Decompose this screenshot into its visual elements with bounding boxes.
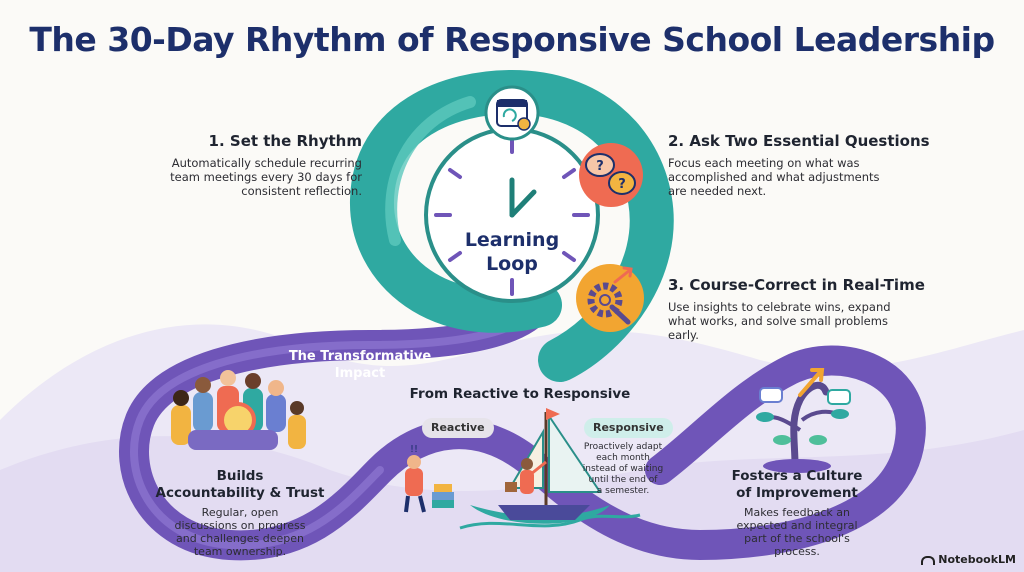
notebooklm-logo-icon bbox=[921, 555, 936, 565]
step-ask-questions-line: accomplished and what adjustments bbox=[668, 170, 880, 184]
infinity-ribbon-shine bbox=[130, 301, 544, 550]
accountability-line: Regular, open bbox=[201, 506, 279, 519]
step-course-correct-line: early. bbox=[668, 328, 699, 342]
step-ask-questions-line: Focus each meeting on what was bbox=[668, 156, 860, 170]
responsive-line: Proactively adapt bbox=[583, 442, 663, 452]
learning-loop-label: Learning Loop bbox=[452, 228, 572, 276]
step-course-correct-line: Use insights to celebrate wins, expand bbox=[668, 300, 891, 314]
gear-wrench-icon bbox=[576, 264, 644, 332]
transformative-impact-label: The Transformative Impact bbox=[262, 348, 458, 382]
notebooklm-brand-text: NotebookLM bbox=[938, 553, 1016, 566]
reactive-badge: Reactive bbox=[422, 418, 494, 438]
step-set-rhythm-heading: 1. Set the Rhythm bbox=[208, 132, 362, 150]
sailboat-illustration bbox=[459, 408, 641, 530]
question-bubbles-icon: ? ? bbox=[579, 143, 643, 207]
team-huddle-illustration bbox=[171, 370, 306, 450]
accountability-line: team ownership. bbox=[193, 545, 287, 558]
culture-line: expected and integral bbox=[736, 519, 858, 532]
step-ask-questions-line: are needed next. bbox=[668, 184, 767, 198]
svg-text:?: ? bbox=[596, 159, 604, 174]
svg-text:?: ? bbox=[618, 177, 626, 192]
responsive-line: a semester. bbox=[596, 486, 650, 496]
accountability-heading-line1: Builds bbox=[216, 468, 264, 484]
notebooklm-brand: NotebookLM bbox=[921, 553, 1016, 566]
culture-line: process. bbox=[774, 545, 820, 558]
responsive-description: Proactively adapt each month instead of … bbox=[580, 442, 666, 497]
responsive-line: instead of waiting bbox=[582, 464, 664, 474]
learning-loop-shade bbox=[385, 96, 476, 246]
step-ask-questions-description: Focus each meeting on what was accomplis… bbox=[668, 156, 968, 198]
step-set-rhythm-line: consistent reflection. bbox=[241, 184, 362, 198]
step-course-correct-line: what works, and solve small problems bbox=[668, 314, 888, 328]
reactive-to-responsive-heading: From Reactive to Responsive bbox=[409, 386, 631, 402]
culture-line: Makes feedback an bbox=[744, 506, 850, 519]
culture-description: Makes feedback an expected and integral … bbox=[722, 506, 872, 558]
culture-line: part of the school's bbox=[744, 532, 850, 545]
accountability-description: Regular, open discussions on progress an… bbox=[160, 506, 320, 558]
calendar-icon bbox=[484, 85, 540, 141]
accountability-line: discussions on progress bbox=[174, 519, 306, 532]
learning-loop-label-line2: Loop bbox=[486, 253, 538, 275]
transformative-impact-line2: Impact bbox=[334, 366, 386, 381]
accountability-heading: Builds Accountability & Trust bbox=[150, 468, 330, 502]
clock-hands bbox=[509, 177, 537, 218]
culture-heading-line1: Fosters a Culture bbox=[731, 468, 863, 484]
culture-heading-line2: of Improvement bbox=[736, 485, 858, 501]
page-title: The 30-Day Rhythm of Responsive School L… bbox=[29, 20, 995, 59]
clock-ticks bbox=[434, 136, 590, 296]
stressed-person-illustration: !! bbox=[404, 444, 454, 513]
accountability-heading-line2: Accountability & Trust bbox=[155, 485, 325, 501]
transformative-impact-line1: The Transformative bbox=[288, 349, 432, 364]
step-ask-questions-heading: 2. Ask Two Essential Questions bbox=[668, 132, 930, 150]
step-course-correct-heading: 3. Course-Correct in Real-Time bbox=[668, 276, 925, 294]
step-course-correct-description: Use insights to celebrate wins, expand w… bbox=[668, 300, 968, 342]
step-set-rhythm-line: team meetings every 30 days for bbox=[170, 170, 362, 184]
learning-loop-label-line1: Learning bbox=[464, 229, 560, 251]
culture-heading: Fosters a Culture of Improvement bbox=[712, 468, 882, 502]
responsive-line: each month bbox=[596, 453, 650, 463]
responsive-badge: Responsive bbox=[584, 418, 673, 438]
step-set-rhythm-line: Automatically schedule recurring bbox=[171, 156, 362, 170]
accountability-line: and challenges deepen bbox=[175, 532, 305, 545]
responsive-line: until the end of bbox=[588, 475, 658, 485]
step-set-rhythm-description: Automatically schedule recurring team me… bbox=[150, 156, 362, 198]
svg-text:!!: !! bbox=[410, 444, 418, 455]
growth-tree-illustration bbox=[756, 368, 851, 473]
